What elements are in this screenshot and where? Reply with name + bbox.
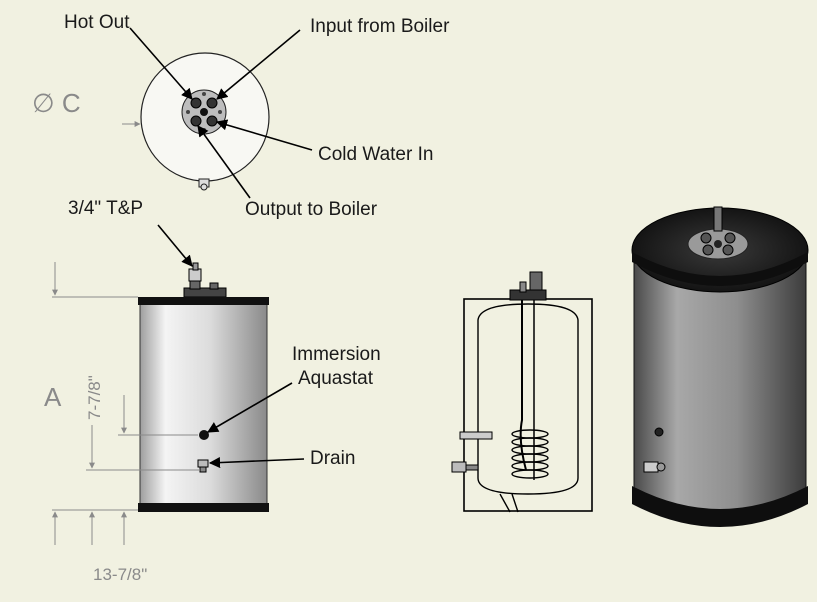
- iso-aquastat: [654, 427, 664, 437]
- immersion-label-2: Aquastat: [298, 368, 374, 389]
- input-from-boiler-label: Input from Boiler: [310, 16, 450, 37]
- output-to-boiler-label: Output to Boiler: [245, 199, 378, 220]
- top-band: [138, 297, 269, 305]
- immersion-label-1: Immersion: [292, 344, 381, 365]
- front-view: 3/4" T&P Immersion Aquastat Drain A 7-7/…: [44, 198, 381, 584]
- top-view: ∅ C Hot Out Input from Boiler Cold Water…: [32, 12, 450, 220]
- tank-body-front: [139, 301, 268, 508]
- hot-out-fitting: [190, 97, 202, 109]
- aquastat-offset-label: 7-7/8": [85, 375, 104, 420]
- hot-out-label: Hot Out: [64, 12, 130, 33]
- input-from-boiler-fitting: [206, 97, 218, 109]
- diameter-label: ∅ C: [32, 88, 81, 118]
- heat-exchanger-coil: [511, 429, 549, 479]
- center-fitting: [200, 108, 208, 116]
- height-label: A: [44, 382, 62, 412]
- bottom-band: [138, 503, 269, 512]
- iso-fitting-plate: [687, 206, 749, 260]
- section-view: [451, 271, 593, 513]
- bottom-offset-label: 13-7/8": [93, 565, 147, 584]
- cold-water-in-label: Cold Water In: [318, 144, 433, 165]
- cold-water-in-fitting: [206, 115, 218, 127]
- tp-valve-label: 3/4" T&P: [68, 198, 143, 219]
- iso-drain: [643, 461, 666, 473]
- immersion-aquastat: [199, 430, 209, 440]
- tp-valve-top: [198, 178, 210, 191]
- output-to-boiler-fitting: [190, 115, 202, 127]
- tp-valve: [188, 262, 202, 282]
- drain-label: Drain: [310, 448, 355, 469]
- iso-view: [631, 206, 809, 527]
